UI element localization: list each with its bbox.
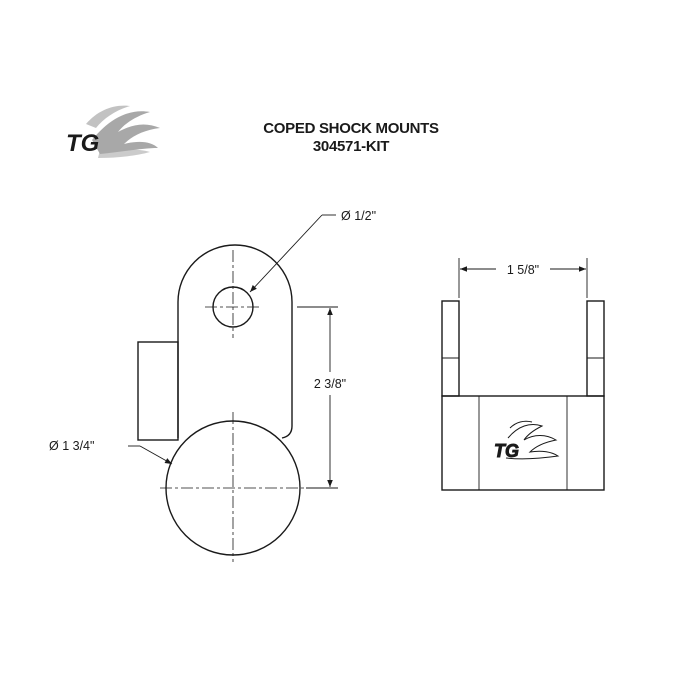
tube-diameter-label: Ø 1 3/4" [49,439,94,453]
hole-dim-arrow [249,214,323,293]
flame-icon [86,105,160,158]
engraved-logo: TG [494,420,560,461]
part-number: 304571-KIT [313,138,389,155]
left-upright [441,300,460,397]
height-label: 2 3/8" [314,377,346,391]
flame-icon [505,420,560,460]
width-label: 1 5/8" [507,263,539,277]
mount-base [441,395,605,491]
drawing-title: COPED SHOCK MOUNTS [263,120,439,137]
side-view: Ø 1/2" 2 3/8" Ø 1 3/4" [49,209,376,562]
right-upright [586,300,605,397]
tube-dim-arrow [139,445,173,465]
mount-flange [137,341,179,441]
logo-text: TG [66,130,99,157]
tg-logo: TG [66,105,160,158]
engraved-logo-text: TG [494,441,519,461]
front-view: TG 1 5/8" [441,258,605,491]
mount-tab-outline [177,244,293,439]
hole-diameter-label: Ø 1/2" [341,209,376,223]
